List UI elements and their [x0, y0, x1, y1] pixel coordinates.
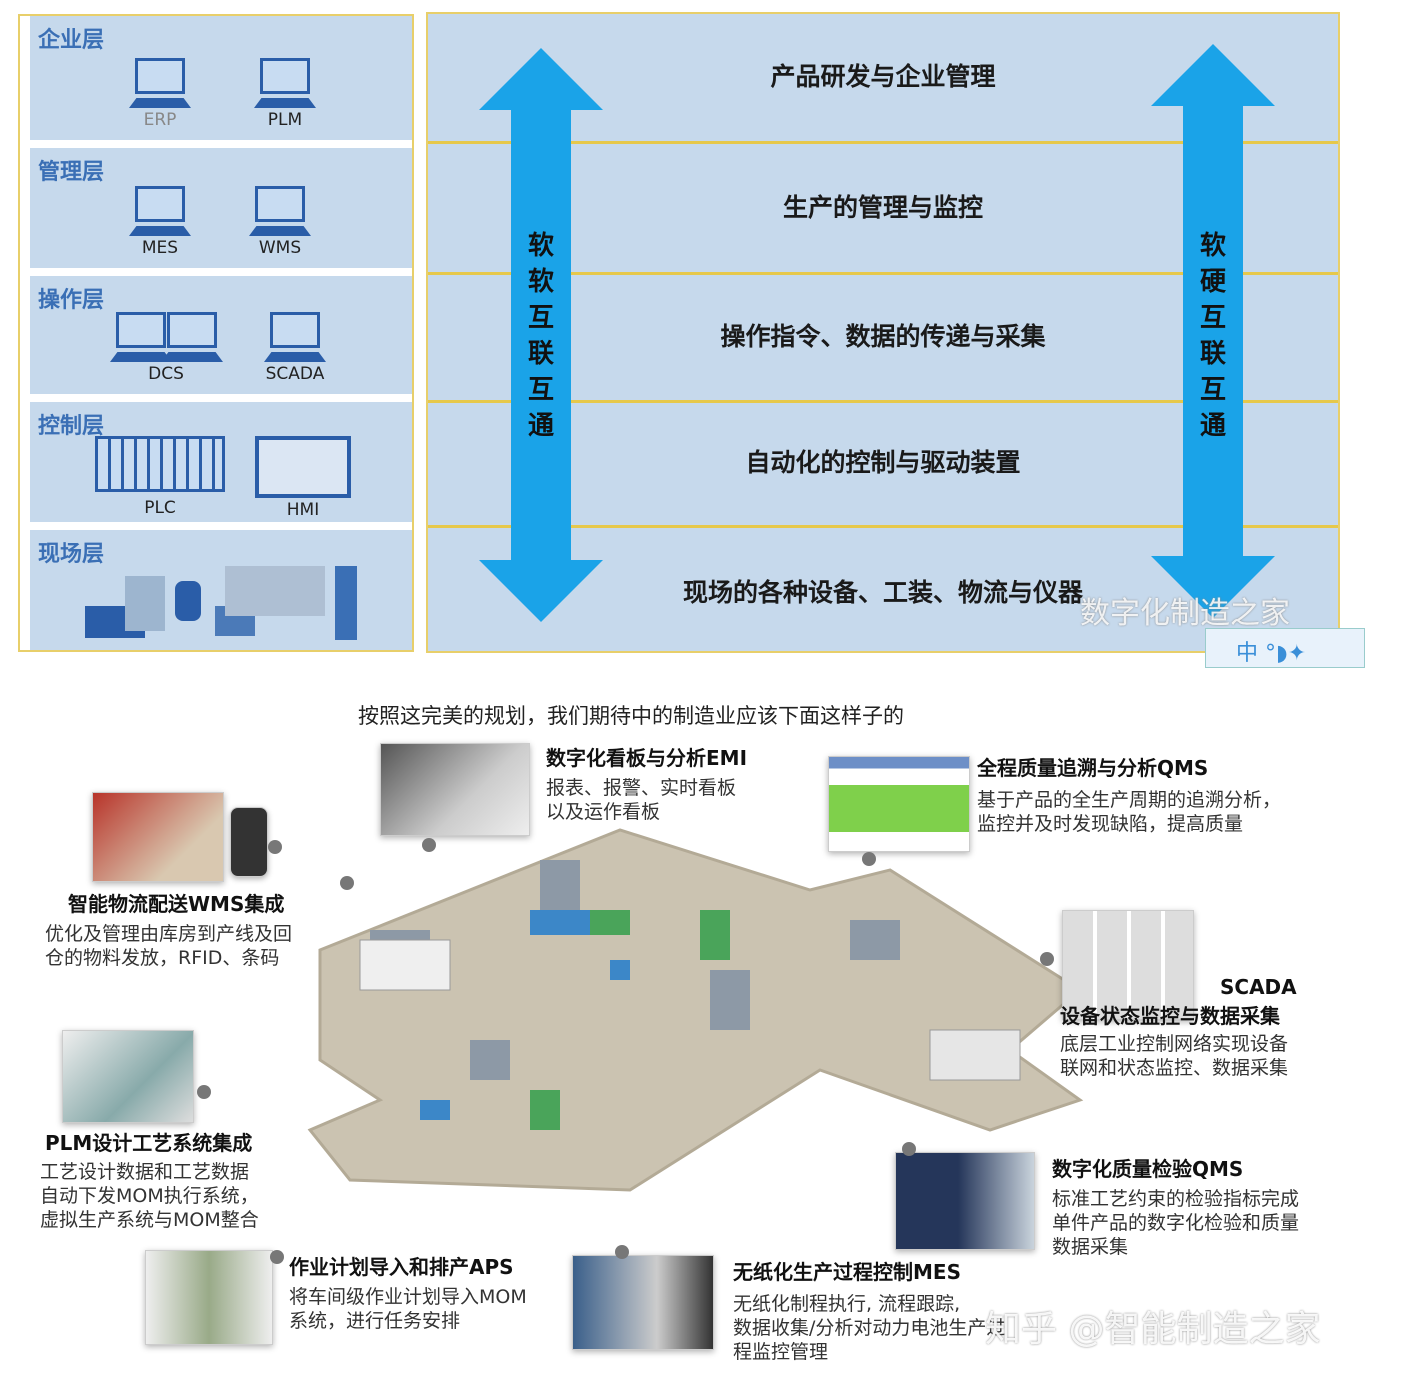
aps-title: 作业计划导入和排产APS: [289, 1255, 514, 1279]
qms-inspection-photo: [895, 1152, 1035, 1250]
mes-desc: 无纸化制程执行, 流程跟踪,数据收集/分析对动力电池生产过程监控管理: [733, 1293, 1006, 1363]
right-arrow-label: 软硬互联互通: [1199, 231, 1226, 441]
field-devices-icon: [75, 566, 365, 644]
dcs-computer: DCS: [110, 312, 223, 384]
row-production-management: 生产的管理与监控: [428, 144, 1338, 275]
plm-computer: PLM: [250, 58, 320, 130]
handheld-terminal-photo: [230, 807, 268, 877]
scada-desc: 底层工业控制网络实现设备联网和状态监控、数据采集: [1060, 1033, 1289, 1079]
row-field-devices: 现场的各种设备、工装、物流与仪器: [682, 578, 1083, 607]
connector-dot: [197, 1085, 211, 1099]
left-arrow-label: 软软互联互通: [527, 231, 554, 441]
qms-inspection-desc: 标准工艺约束的检验指标完成单件产品的数字化检验和质量数据采集: [1052, 1188, 1300, 1258]
aps-photo: [145, 1250, 273, 1345]
plm-photo: [62, 1030, 194, 1123]
computer-icon: [129, 186, 191, 238]
connector-dot: [340, 876, 354, 890]
subtitle: 按照这完美的规划，我们期待中的制造业应该下面这样子的: [358, 704, 904, 728]
row-automation-control: 自动化的控制与驱动装置: [428, 403, 1338, 528]
wechat-watermark: 数字化制造之家: [1080, 596, 1290, 631]
plc-device: PLC: [95, 436, 225, 518]
connector-dot: [1040, 952, 1054, 966]
scada-computer: SCADA: [255, 312, 335, 384]
wms-warehouse-photo: [92, 792, 224, 882]
qms-trace-screenshot: [828, 756, 970, 852]
emi-desc: 报表、报警、实时看板以及运作看板: [546, 777, 737, 823]
row-product-enterprise: 产品研发与企业管理: [428, 14, 1338, 144]
dual-monitor-icon: [110, 312, 223, 364]
layer-enterprise: 企业层 ERP PLM: [30, 16, 412, 140]
plm-title: PLM设计工艺系统集成: [45, 1131, 253, 1155]
connector-dot: [862, 852, 876, 866]
architecture-layers-panel: 企业层 ERP PLM 管理层 MES WMS 操作层 DCS SCADA 控制…: [18, 14, 414, 652]
connector-dot: [422, 838, 436, 852]
mes-photo: [572, 1255, 714, 1350]
emi-title: 数字化看板与分析EMI: [546, 746, 748, 770]
plm-desc: 工艺设计数据和工艺数据自动下发MOM执行系统，虚拟生产系统与MOM整合: [40, 1161, 259, 1231]
layer-field: 现场层: [30, 530, 412, 650]
hmi-device: HMI: [255, 436, 351, 520]
erp-computer: ERP: [125, 58, 195, 130]
emi-photo: [380, 743, 530, 836]
connector-dot: [270, 1250, 284, 1264]
ime-toolbar[interactable]: 中 °◗✦: [1205, 628, 1365, 668]
computer-icon: [254, 58, 316, 110]
mes-computer: MES: [125, 186, 195, 258]
computer-icon: [129, 58, 191, 110]
layer-operation: 操作层 DCS SCADA: [30, 276, 412, 394]
qms-trace-title: 全程质量追溯与分析QMS: [977, 756, 1209, 780]
qms-trace-desc: 基于产品的全生产周期的追溯分析，监控并及时发现缺陷，提高质量: [977, 789, 1282, 835]
mes-title: 无纸化生产过程控制MES: [733, 1260, 961, 1284]
scada-title: SCADA: [1220, 975, 1297, 999]
connector-dot: [615, 1245, 629, 1259]
computer-icon: [264, 312, 326, 364]
layer-management: 管理层 MES WMS: [30, 148, 412, 268]
hmi-panel-icon: [255, 436, 351, 498]
computer-icon: [249, 186, 311, 238]
double-arrow-software-icon: [479, 48, 603, 622]
connector-dot: [902, 1142, 916, 1156]
scada-screenshot: [1062, 910, 1194, 1020]
wms-desc: 优化及管理由库房到产线及回仓的物料发放，RFID、条码: [45, 923, 293, 969]
factory-floor-illustration: [307, 828, 1084, 1192]
wms-computer: WMS: [245, 186, 315, 258]
layer-control: 控制层 PLC HMI: [30, 402, 412, 522]
scada-subtitle: 设备状态监控与数据采集: [1060, 1004, 1280, 1028]
connector-dot: [268, 840, 282, 854]
zhihu-watermark: 知乎 @智能制造之家: [985, 1309, 1321, 1350]
double-arrow-hardware-icon: [1151, 44, 1275, 618]
wms-title: 智能物流配送WMS集成: [68, 892, 285, 916]
qms-inspection-title: 数字化质量检验QMS: [1052, 1157, 1244, 1181]
row-operation-data: 操作指令、数据的传递与采集: [428, 275, 1338, 403]
plc-icon: [95, 436, 225, 492]
